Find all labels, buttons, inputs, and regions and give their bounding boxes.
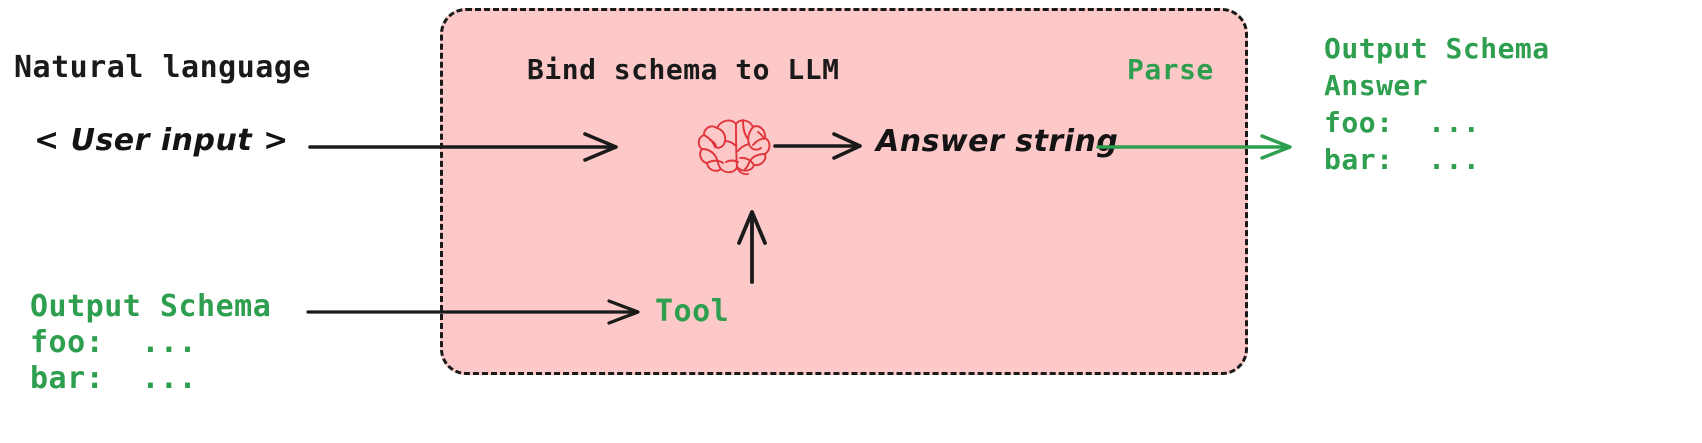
input-output-schema-block: Output Schema foo: ... bar: ... (30, 289, 272, 396)
tool-label: Tool (655, 294, 730, 329)
output-schema-block: Output Schema Answer foo: ... bar: ... (1324, 32, 1550, 176)
parse-label: Parse (1127, 53, 1214, 86)
natural-language-heading: Natural language (14, 50, 311, 85)
brain-icon (695, 110, 777, 180)
bind-schema-label: Bind schema to LLM (527, 53, 840, 86)
llm-boundary-box (440, 8, 1248, 375)
user-input-placeholder: < User input > (34, 123, 289, 158)
answer-string-label: Answer string (876, 124, 1119, 159)
